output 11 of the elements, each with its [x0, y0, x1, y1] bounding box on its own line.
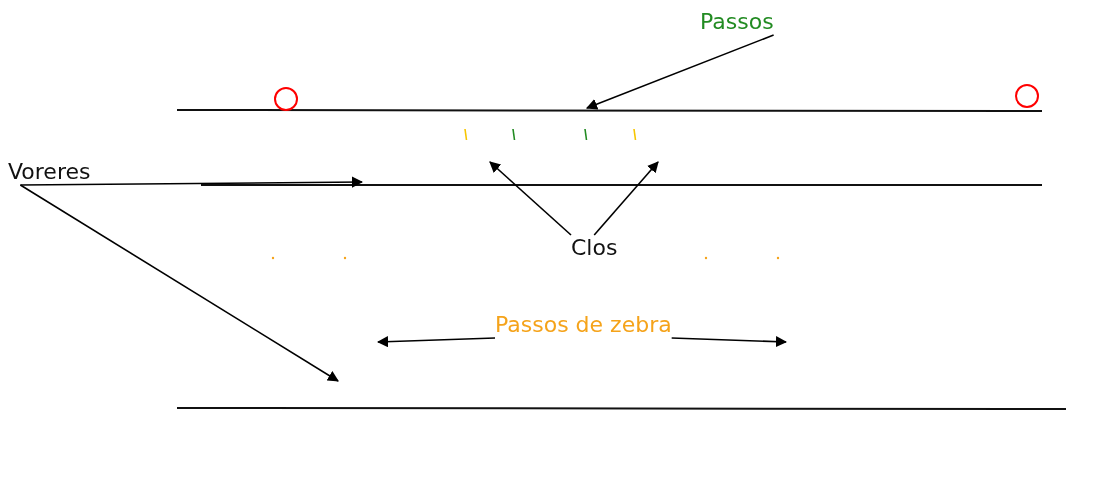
arrow — [489, 161, 572, 236]
arrow — [376, 336, 496, 348]
callout-label: Passos de zebra — [495, 312, 672, 338]
callout-label: Passos — [700, 9, 774, 35]
callout-label: Voreres — [8, 159, 91, 185]
callout-label: Clos — [571, 235, 618, 261]
arrow — [593, 161, 659, 236]
arrow — [19, 184, 339, 382]
arrow — [585, 34, 775, 110]
arrow — [19, 176, 364, 188]
arrow — [670, 336, 788, 348]
